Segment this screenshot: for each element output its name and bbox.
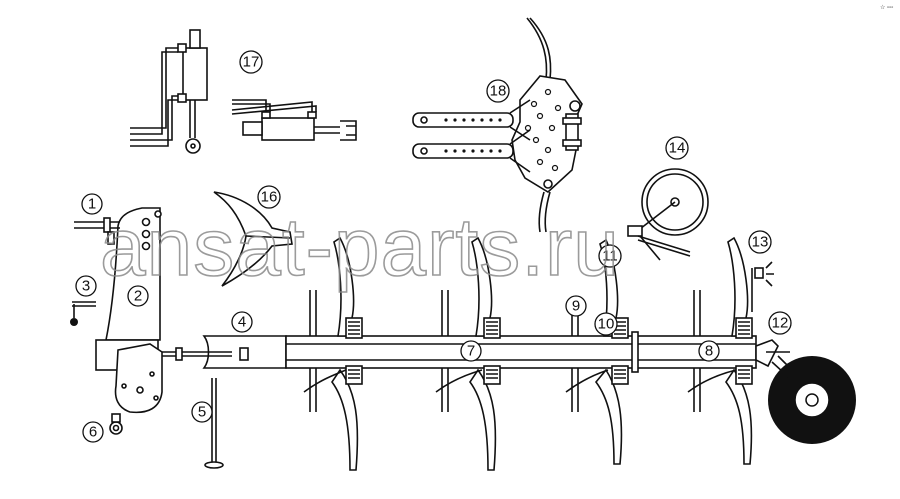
svg-text:8: 8	[705, 343, 713, 360]
callout-2: 2	[127, 285, 149, 307]
callout-10: 10	[594, 312, 618, 336]
coupling-sleeve	[162, 335, 287, 369]
svg-text:3: 3	[82, 278, 90, 295]
svg-text:17: 17	[243, 54, 260, 71]
svg-text:16: 16	[261, 189, 278, 206]
watermark-text: ansat-parts.ru	[100, 202, 620, 293]
svg-text:10: 10	[598, 316, 615, 333]
hitch-plate-assembly	[412, 17, 583, 233]
svg-text:11: 11	[602, 248, 618, 265]
svg-text:5: 5	[198, 404, 206, 421]
callout-12: 12	[768, 311, 792, 335]
spring-pin	[751, 261, 774, 312]
svg-text:1: 1	[88, 196, 96, 213]
nut-part	[109, 413, 123, 435]
callout-13: 13	[748, 230, 772, 254]
svg-text:14: 14	[669, 140, 686, 157]
svg-text:18: 18	[490, 83, 507, 100]
svg-text:12: 12	[772, 315, 789, 332]
corner-mark: ☆ ▫▫▫	[880, 4, 893, 11]
callout-4: 4	[231, 311, 253, 333]
long-bolt	[204, 378, 224, 469]
main-frame-beam	[285, 331, 757, 373]
depth-wheel-assembly	[755, 339, 856, 444]
bolt-part	[74, 217, 120, 245]
spring-tines	[303, 236, 753, 471]
svg-text:13: 13	[752, 234, 769, 251]
duckfoot-share	[213, 191, 293, 287]
hydraulic-cylinder-assembly	[130, 29, 357, 154]
svg-text:2: 2	[134, 288, 142, 305]
callouts: 1 2 3 4 5 6 7 8 9 10 11 12 13 14 16 17 1…	[75, 50, 792, 443]
svg-text:9: 9	[572, 298, 580, 315]
callout-1: 1	[81, 193, 103, 215]
callout-14: 14	[665, 136, 689, 160]
callout-18: 18	[486, 79, 510, 103]
handle-pin	[70, 301, 96, 326]
callout-7: 7	[460, 340, 482, 362]
mounting-bracket	[95, 207, 163, 414]
callout-8: 8	[698, 340, 720, 362]
callout-17: 17	[239, 50, 263, 74]
svg-text:6: 6	[89, 424, 97, 441]
marker-disc-assembly	[627, 168, 709, 261]
callout-9: 9	[565, 295, 587, 317]
callout-16: 16	[257, 185, 281, 209]
callout-6: 6	[82, 421, 104, 443]
callout-3: 3	[75, 275, 97, 297]
svg-text:7: 7	[467, 343, 475, 360]
callout-11: 11	[598, 244, 622, 268]
callout-5: 5	[191, 401, 213, 423]
svg-text:4: 4	[238, 314, 246, 331]
